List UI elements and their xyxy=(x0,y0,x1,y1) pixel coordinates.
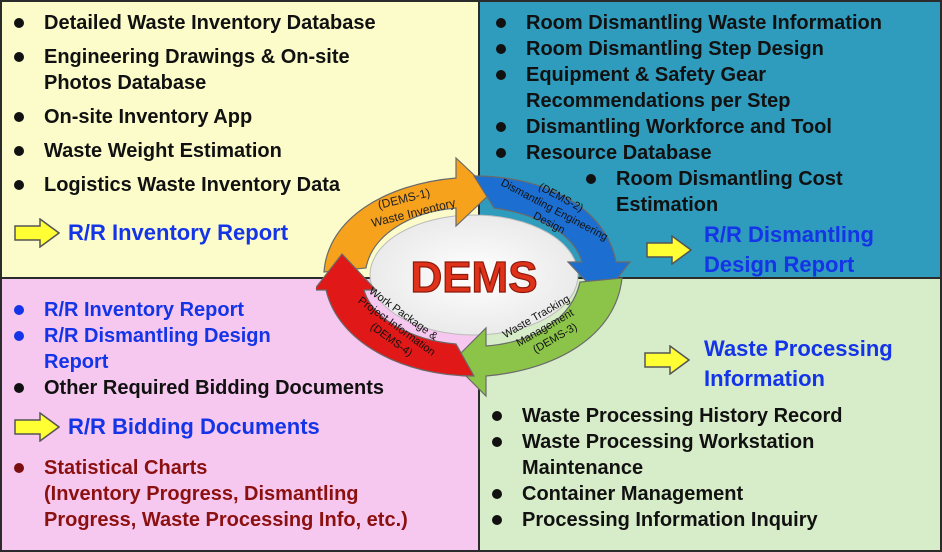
report-line: Information xyxy=(704,366,825,391)
list-item-continuation: Report xyxy=(12,349,384,375)
list-item-text: Photos Database xyxy=(44,72,207,94)
list-item-continuation: (Inventory Progress, Dismantling xyxy=(12,481,408,507)
sub-list-item-continuation: Estimation xyxy=(494,192,882,218)
list-item: R/R Dismantling Design xyxy=(12,323,384,349)
list-item: Detailed Waste Inventory Database xyxy=(12,10,376,36)
list-item-text: Estimation xyxy=(616,194,719,216)
list-item-text: Recommendations per Step xyxy=(526,90,791,112)
list-item-continuation: Recommendations per Step xyxy=(494,88,882,114)
quadrant-waste-inventory: Detailed Waste Inventory Database Engine… xyxy=(0,0,480,279)
dismantling-feature-list: Room Dismantling Waste Information Room … xyxy=(494,10,882,218)
list-item-text: Report xyxy=(44,351,109,373)
statistics-list: Statistical Charts (Inventory Progress, … xyxy=(12,455,408,533)
yellow-arrow-icon xyxy=(644,345,690,375)
list-item: Other Required Bidding Documents xyxy=(12,375,384,401)
yellow-arrow-icon xyxy=(14,218,60,248)
list-item: Engineering Drawings & On-site xyxy=(12,44,376,70)
dems-1-arrow xyxy=(323,156,493,273)
waste-processing-report-label: Waste Processing Information xyxy=(704,334,893,394)
dems-center-label: DEMS xyxy=(410,253,537,302)
list-item: Equipment & Safety Gear xyxy=(494,62,882,88)
list-item: Processing Information Inquiry xyxy=(490,507,842,533)
list-item: Statistical Charts xyxy=(12,455,408,481)
report-line: Design Report xyxy=(704,252,855,277)
inventory-report-label: R/R Inventory Report xyxy=(68,220,289,245)
dems-3-arrow xyxy=(451,277,623,398)
yellow-arrow-icon xyxy=(646,235,692,265)
waste-processing-list: Waste Processing History Record Waste Pr… xyxy=(490,403,842,533)
dems-cycle-diagram: (DEMS-1) Waste Inventory (DEMS-2) Disman… xyxy=(316,156,632,398)
bidding-report-label: R/R Bidding Documents xyxy=(68,414,320,439)
list-item: Waste Weight Estimation xyxy=(12,138,376,164)
list-item-continuation: Maintenance xyxy=(490,455,842,481)
sub-list-item: Room Dismantling Cost xyxy=(494,166,882,192)
bidding-input-list: R/R Inventory Report R/R Dismantling Des… xyxy=(12,297,384,401)
quadrant-work-package: R/R Inventory Report R/R Dismantling Des… xyxy=(0,277,480,552)
report-line: R/R Dismantling xyxy=(704,222,874,247)
list-item-text: (Inventory Progress, Dismantling xyxy=(44,483,359,505)
list-item: Resource Database xyxy=(494,140,882,166)
list-item: Container Management xyxy=(490,481,842,507)
list-item-text: Progress, Waste Processing Info, etc.) xyxy=(44,509,408,531)
inventory-feature-list: Detailed Waste Inventory Database Engine… xyxy=(12,10,376,198)
list-item: On-site Inventory App xyxy=(12,104,376,130)
dems-2-arrow xyxy=(472,175,632,299)
list-item: Dismantling Workforce and Tool xyxy=(494,114,882,140)
list-item-text: Maintenance xyxy=(522,457,644,479)
list-item-continuation: Photos Database xyxy=(12,70,376,96)
list-item: Room Dismantling Step Design xyxy=(494,36,882,62)
dismantling-report-label: R/R Dismantling Design Report xyxy=(704,220,874,280)
list-item: Logistics Waste Inventory Data xyxy=(12,172,376,198)
list-item: Room Dismantling Waste Information xyxy=(494,10,882,36)
list-item: R/R Inventory Report xyxy=(12,297,384,323)
center-disc xyxy=(369,214,579,336)
list-item-continuation: Progress, Waste Processing Info, etc.) xyxy=(12,507,408,533)
dems-4-arrow xyxy=(316,253,476,377)
list-item: Waste Processing History Record xyxy=(490,403,842,429)
yellow-arrow-icon xyxy=(14,412,60,442)
quadrant-dismantling-design: Room Dismantling Waste Information Room … xyxy=(478,0,942,279)
report-line: Waste Processing xyxy=(704,336,893,361)
list-item: Waste Processing Workstation xyxy=(490,429,842,455)
